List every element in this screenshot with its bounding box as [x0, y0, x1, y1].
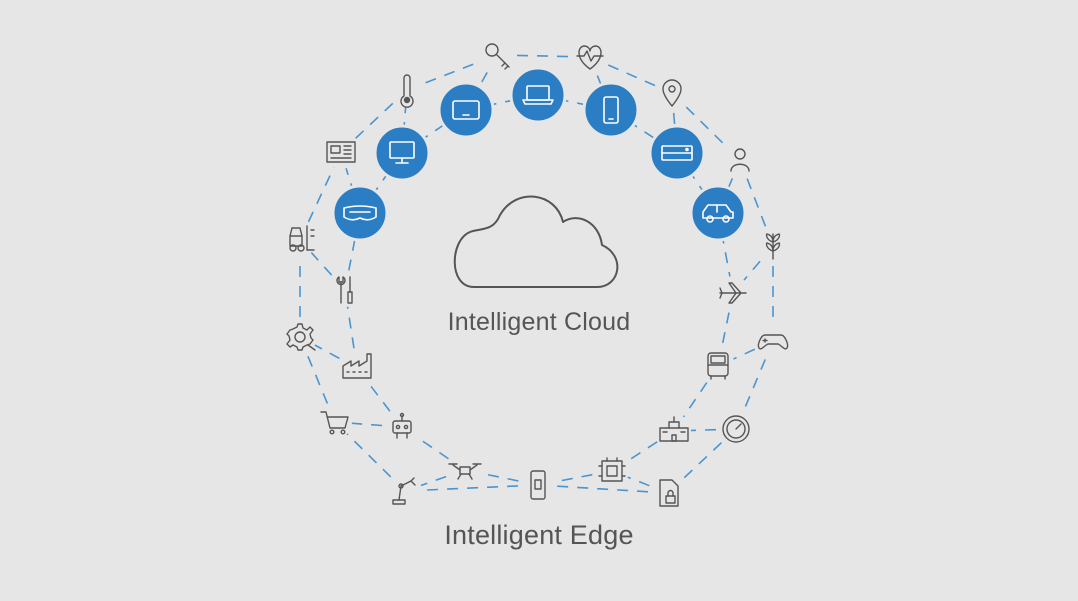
dashed-connector [537, 484, 669, 494]
school-building-icon [657, 414, 691, 448]
car-icon [689, 184, 747, 242]
dashed-connector [496, 54, 591, 58]
key-icon [480, 38, 514, 72]
person-icon [723, 143, 757, 177]
newspaper-icon [324, 135, 358, 169]
dashed-connector [340, 89, 408, 153]
forklift-icon [283, 223, 317, 257]
server-icon [648, 124, 706, 182]
locked-document-icon [651, 476, 685, 510]
tablet-icon [437, 81, 495, 139]
smart-card-icon [521, 468, 555, 502]
edge-device-icons [283, 38, 790, 510]
robot-arm-icon [388, 474, 422, 508]
speedometer-icon [719, 412, 753, 446]
dashed-connector [404, 484, 539, 492]
dashed-connector [735, 340, 774, 430]
mixed-reality-headset-icon [331, 184, 389, 242]
chip-icon [595, 454, 629, 488]
phone-icon [582, 81, 640, 139]
dashed-connector [739, 159, 774, 247]
game-controller-icon [756, 324, 790, 358]
dashed-connector [299, 336, 336, 423]
robot-icon [385, 410, 419, 444]
thermometer-icon [390, 73, 424, 108]
drone-icon [448, 453, 482, 487]
shopping-cart-icon [318, 405, 352, 439]
dashed-connector [671, 92, 741, 161]
cloud-icon [453, 195, 619, 288]
desktop-pc-icon [373, 124, 431, 182]
intelligent-cloud-label: Intelligent Cloud [447, 308, 631, 336]
heart-rate-icon [573, 40, 607, 74]
factory-icon [340, 351, 374, 385]
highlighted-devices [331, 66, 747, 242]
tools-icon [328, 273, 362, 307]
airplane-icon [716, 276, 750, 310]
wheat-icon [756, 229, 790, 263]
location-pin-icon [655, 76, 689, 110]
laptop-icon [509, 66, 567, 124]
bus-icon [701, 349, 735, 383]
dashed-connector [667, 428, 737, 494]
gear-icon [283, 320, 317, 354]
intelligent-edge-label: Intelligent Edge [444, 520, 634, 550]
dashed-connector [589, 56, 673, 94]
